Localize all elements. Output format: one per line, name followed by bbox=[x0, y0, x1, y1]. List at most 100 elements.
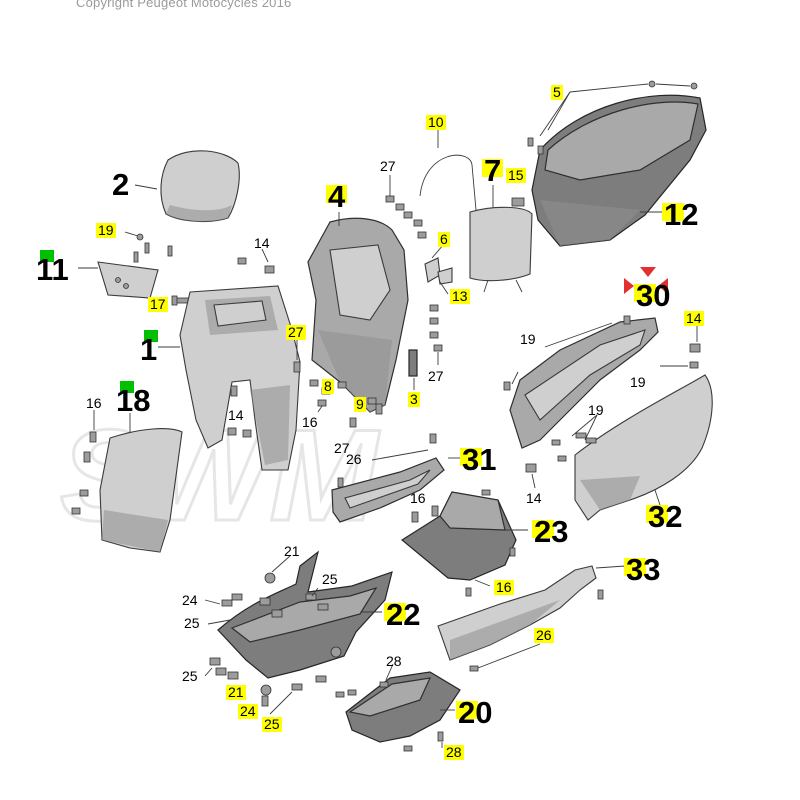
callout-label-28[interactable]: 28 bbox=[446, 744, 462, 760]
part-7-lid[interactable] bbox=[469, 206, 533, 293]
part-18-lower-panel[interactable] bbox=[99, 428, 183, 553]
callout-label-7[interactable]: 7 bbox=[484, 153, 501, 188]
callout-label-25[interactable]: 25 bbox=[182, 668, 198, 684]
clip-14-lower bbox=[525, 463, 537, 489]
callout-label-26[interactable]: 26 bbox=[536, 627, 552, 643]
callout-highlight bbox=[450, 289, 470, 304]
part-10-wire[interactable] bbox=[419, 154, 477, 211]
screw-set-27-mid bbox=[429, 304, 443, 365]
callout-label-8[interactable]: 8 bbox=[324, 378, 332, 394]
callout-label-12[interactable]: 12 bbox=[664, 197, 698, 232]
callout-highlight bbox=[148, 297, 168, 312]
callout-highlight bbox=[506, 168, 526, 183]
callout-marker bbox=[120, 381, 134, 393]
screw-set-19 bbox=[124, 231, 173, 263]
part-2-windscreen[interactable] bbox=[160, 150, 240, 222]
hardware-set-21-24-25 bbox=[204, 555, 342, 715]
callout-highlight bbox=[684, 311, 704, 326]
callout-label-25[interactable]: 25 bbox=[184, 615, 200, 631]
callout-label-15[interactable]: 15 bbox=[508, 167, 524, 183]
callout-highlight bbox=[646, 505, 668, 523]
part-22-lower-fairing[interactable] bbox=[217, 550, 393, 679]
callout-label-18[interactable]: 18 bbox=[116, 383, 150, 418]
screw-27-a bbox=[293, 340, 301, 373]
part-20-bottom-panel[interactable] bbox=[345, 671, 461, 743]
callout-label-33[interactable]: 33 bbox=[626, 552, 660, 587]
callout-label-6[interactable]: 6 bbox=[440, 231, 448, 247]
callout-label-14[interactable]: 14 bbox=[686, 310, 702, 326]
callout-label-27[interactable]: 27 bbox=[288, 324, 304, 340]
callout-label-19[interactable]: 19 bbox=[630, 374, 646, 390]
callout-label-4[interactable]: 4 bbox=[328, 179, 346, 214]
callout-highlight bbox=[326, 185, 347, 203]
callout-label-23[interactable]: 23 bbox=[534, 514, 568, 549]
callout-label-19[interactable]: 19 bbox=[98, 222, 114, 238]
callout-label-28[interactable]: 28 bbox=[386, 653, 402, 669]
callout-label-14[interactable]: 14 bbox=[228, 407, 244, 423]
callout-label-31[interactable]: 31 bbox=[462, 442, 496, 477]
part-23-floor-panel[interactable] bbox=[400, 491, 517, 581]
part-1-front-frame[interactable] bbox=[179, 285, 301, 471]
callout-label-24[interactable]: 24 bbox=[182, 592, 198, 608]
callout-label-32[interactable]: 32 bbox=[648, 499, 682, 534]
callout-label-10[interactable]: 10 bbox=[428, 114, 444, 130]
callout-label-11[interactable]: 11 bbox=[36, 252, 69, 287]
callout-highlight bbox=[456, 701, 478, 719]
callout-label-3[interactable]: 3 bbox=[410, 391, 418, 407]
part-12-storage-bin[interactable] bbox=[531, 94, 707, 247]
part-15-clip[interactable] bbox=[511, 197, 525, 207]
callout-label-16[interactable]: 16 bbox=[302, 414, 318, 430]
screw-set-16-left bbox=[71, 410, 97, 515]
callout-label-5[interactable]: 5 bbox=[553, 84, 561, 100]
callout-label-21[interactable]: 21 bbox=[284, 543, 300, 559]
callout-highlight bbox=[322, 379, 334, 394]
callout-label-19[interactable]: 19 bbox=[588, 402, 604, 418]
callout-label-24[interactable]: 24 bbox=[240, 703, 256, 719]
screw-set-19-right bbox=[551, 414, 598, 462]
callout-label-14[interactable]: 14 bbox=[254, 235, 270, 251]
part-11-bracket[interactable] bbox=[97, 261, 159, 299]
callout-label-27[interactable]: 27 bbox=[334, 440, 350, 456]
callout-label-25[interactable]: 25 bbox=[264, 716, 280, 732]
callout-label-16[interactable]: 16 bbox=[410, 490, 426, 506]
callout-label-16[interactable]: 16 bbox=[496, 579, 512, 595]
callout-label-22[interactable]: 22 bbox=[386, 597, 420, 632]
part-3-insert[interactable] bbox=[408, 349, 418, 377]
callout-highlight bbox=[262, 717, 282, 732]
part-32-side-cover[interactable] bbox=[574, 374, 713, 521]
callout-label-27[interactable]: 27 bbox=[428, 368, 444, 384]
callout-highlight bbox=[532, 520, 554, 538]
callout-label-27[interactable]: 27 bbox=[380, 158, 396, 174]
callout-label-9[interactable]: 9 bbox=[356, 396, 364, 412]
callout-label-14[interactable]: 14 bbox=[526, 490, 542, 506]
callout-label-19[interactable]: 19 bbox=[520, 331, 536, 347]
screw-set-27-top bbox=[385, 175, 427, 239]
callout-highlight bbox=[624, 558, 646, 576]
callout-highlight bbox=[408, 392, 420, 407]
callout-marker bbox=[144, 330, 158, 342]
callout-label-2[interactable]: 2 bbox=[112, 167, 129, 202]
callout-highlight bbox=[426, 115, 446, 130]
callout-label-17[interactable]: 17 bbox=[150, 296, 166, 312]
callout-label-16[interactable]: 16 bbox=[86, 395, 102, 411]
callout-label-30[interactable]: 30 bbox=[636, 278, 670, 313]
callout-highlight bbox=[534, 628, 554, 643]
screw-set-5 bbox=[527, 80, 698, 155]
callout-highlight bbox=[444, 745, 464, 760]
callout-label-25[interactable]: 25 bbox=[322, 571, 338, 587]
part-30-upper-rail[interactable] bbox=[509, 317, 659, 449]
callout-label-1[interactable]: 1 bbox=[140, 332, 157, 367]
callout-label-26[interactable]: 26 bbox=[346, 451, 362, 467]
part-4-inner-panel[interactable] bbox=[307, 217, 409, 413]
callout-highlight bbox=[551, 85, 563, 100]
callout-label-20[interactable]: 20 bbox=[458, 695, 492, 730]
callout-highlight bbox=[238, 704, 258, 719]
callout-label-21[interactable]: 21 bbox=[228, 684, 244, 700]
part-6-bracket[interactable] bbox=[424, 257, 441, 283]
part-33-lower-rail[interactable] bbox=[437, 565, 597, 661]
part-31-rail[interactable] bbox=[331, 457, 445, 523]
part-13-bracket[interactable] bbox=[437, 267, 453, 285]
callout-highlight bbox=[384, 603, 406, 621]
callout-label-13[interactable]: 13 bbox=[452, 288, 468, 304]
